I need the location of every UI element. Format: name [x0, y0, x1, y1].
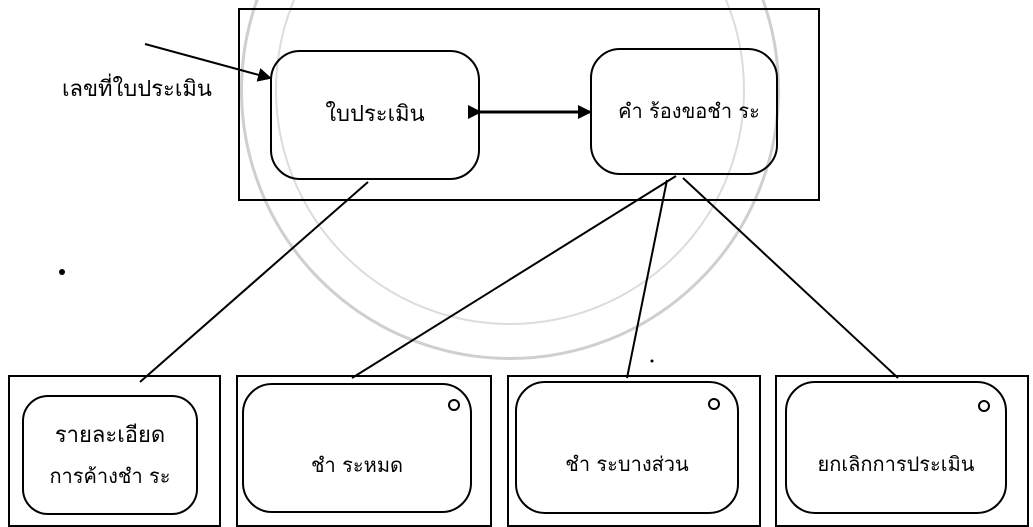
stray-dot-small — [650, 359, 654, 363]
top-container — [238, 8, 820, 201]
stray-dot — [59, 269, 65, 275]
outstanding-detail-line2: การค้างชำ ระ — [49, 463, 171, 488]
partial-payment-circle-icon — [708, 398, 720, 410]
payment-request-box: คำ ร้องขอชำ ระ — [590, 48, 778, 175]
outstanding-detail-box: รายละเอียด การค้างชำ ระ — [22, 395, 198, 515]
input-label: เลขที่ใบประเมิน — [62, 77, 212, 102]
partial-payment-box: ชำ ระบางส่วน — [515, 381, 739, 514]
full-payment-label: ชำ ระหมด — [310, 452, 403, 477]
partial-payment-container — [507, 375, 761, 527]
cancel-assessment-label: ยกเลิกการประเมิน — [817, 452, 975, 476]
assessment-label: ใบประเมิน — [325, 102, 425, 128]
full-payment-circle-icon — [448, 399, 460, 411]
full-payment-box: ชำ ระหมด — [242, 383, 472, 513]
payment-request-label: คำ ร้องขอชำ ระ — [618, 99, 760, 123]
assessment-box: ใบประเมิน — [270, 50, 480, 180]
full-payment-container — [236, 375, 492, 527]
partial-payment-label: ชำ ระบางส่วน — [565, 452, 689, 476]
outstanding-detail-line1: รายละเอียด — [54, 423, 166, 449]
cancel-assessment-container — [775, 375, 1029, 527]
outstanding-detail-container — [8, 375, 221, 527]
cancel-assessment-circle-icon — [978, 400, 990, 412]
cancel-assessment-box: ยกเลิกการประเมิน — [785, 381, 1007, 514]
